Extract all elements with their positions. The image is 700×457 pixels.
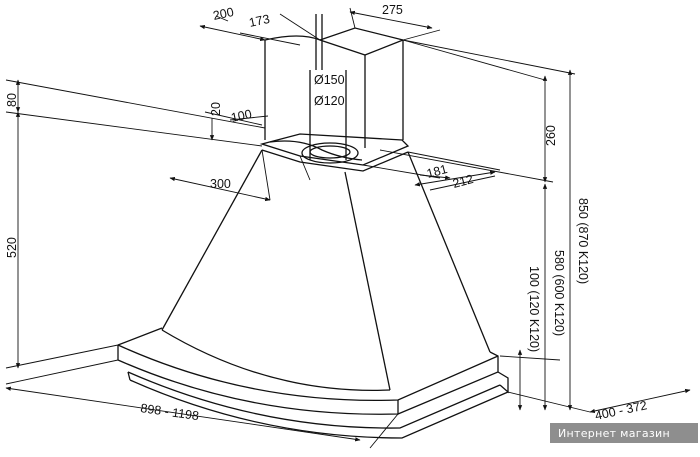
- dim-chimney-height: 260: [544, 125, 558, 146]
- hood-center-edge: [344, 171, 391, 391]
- dim-depth-212: 212: [451, 172, 475, 191]
- dim-depth-range: 400 - 372: [594, 398, 649, 423]
- base-edge-right: [497, 371, 509, 394]
- dimension-lines: [5, 7, 691, 449]
- dim-top-offset: 80: [5, 93, 19, 107]
- duct-inner-opening: [309, 145, 351, 159]
- base-side: [397, 351, 499, 415]
- dim-chimney-inner: 173: [248, 12, 271, 30]
- dim-duct-outer: Ø150: [314, 73, 345, 87]
- top-plate: [259, 133, 410, 166]
- dim-depth-181: 181: [425, 162, 449, 181]
- duct-pipe: [315, 14, 323, 70]
- dim-bracket-height: 20: [209, 102, 223, 116]
- hood-right-edge: [407, 151, 491, 353]
- dim-hood-height: 520: [5, 237, 19, 258]
- chimney-top-right: [364, 39, 404, 56]
- top-plate-lower: [261, 149, 409, 172]
- dim-height-850: 850 (870 K120): [576, 198, 590, 284]
- dim-depth-300: 300: [210, 177, 231, 191]
- hood-body: [117, 14, 509, 439]
- chimney-top-back: [264, 35, 366, 56]
- dim-chimney-depth-top: 200: [212, 5, 235, 23]
- dim-chimney-width: 275: [382, 3, 403, 17]
- dim-bracket-width: 100: [230, 107, 253, 125]
- watermark-text: Интернет магазин: [558, 427, 670, 440]
- dim-height-580: 580 (600 K120): [552, 250, 566, 336]
- hood-front-curve: [161, 329, 391, 392]
- dim-duct-inner: Ø120: [314, 94, 345, 108]
- base-top: [117, 327, 499, 402]
- dimension-labels: 200 173 275 Ø150 Ø120 80 20 100 260 300 …: [5, 3, 648, 423]
- base-edge-left: [127, 371, 131, 381]
- duct-flange: [269, 140, 363, 161]
- dim-base-height: 100 (120 K120): [527, 266, 541, 352]
- duct-opening: [301, 142, 359, 164]
- chimney-top-back-right: [319, 27, 404, 41]
- watermark-bg: [550, 423, 698, 443]
